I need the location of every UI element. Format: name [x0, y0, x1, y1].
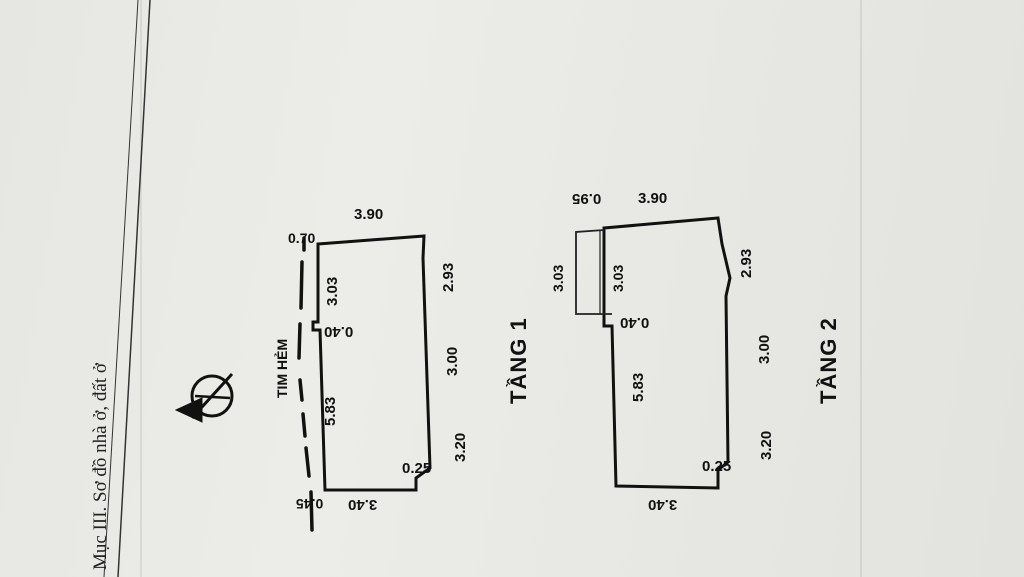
- floor2-dim-inner-upper: 3.03: [610, 264, 626, 292]
- floor2-dim-top-width: 3.90: [638, 190, 668, 207]
- street-label: TIM HẺM: [274, 338, 290, 398]
- floor2-dim-step: 0.40: [620, 314, 650, 331]
- floor1-title: TẦNG 1: [506, 317, 531, 404]
- floor2-dim-right-lower: 3.20: [758, 430, 775, 460]
- floor1-dim-top-width: 3.90: [354, 206, 384, 223]
- floor1-dim-top-left: 0.70: [288, 230, 316, 246]
- floor1-dim-right-upper: 2.93: [440, 262, 457, 292]
- floor2-dim-right-mid: 3.00: [756, 334, 773, 364]
- floor2-dim-balcony: 3.03: [550, 264, 566, 292]
- margin-line: [117, 0, 151, 577]
- floor1-dim-bottom-width: 3.40: [348, 496, 378, 513]
- street-centerline: [297, 236, 314, 532]
- floor2-dim-inner-lower: 5.83: [630, 372, 647, 402]
- floor1-dim-step: 0.40: [324, 323, 354, 340]
- floor2-dim-bottom-corner: 0.25: [702, 458, 732, 475]
- floor2-dim-bottom-width: 3.40: [648, 496, 678, 513]
- floor2-title: TẦNG 2: [816, 317, 841, 404]
- floor2-balcony-outline: [575, 229, 612, 315]
- floor1-dim-right-lower: 3.20: [452, 432, 469, 462]
- floor2-dim-top-left: 0.95: [572, 190, 602, 207]
- section-heading: Mục III. Sơ đồ nhà ở, đất ở: [90, 363, 111, 570]
- floor2-outline: [602, 216, 732, 490]
- floor1-outline: [311, 234, 432, 492]
- floor1-dim-bottom-corner: 0.25: [402, 460, 432, 477]
- floor1-dim-inner-upper: 3.03: [324, 276, 341, 306]
- floor2-dim-right-upper: 2.93: [738, 248, 755, 278]
- page-fold-line: [860, 0, 862, 577]
- floor1-dim-right-mid: 3.00: [444, 346, 461, 376]
- floor1-dim-bottom-left: 0.45: [296, 496, 324, 512]
- floor1-dim-inner-lower: 5.83: [322, 396, 339, 426]
- page-fold-line: [140, 0, 142, 577]
- north-arrow-icon: [174, 372, 234, 423]
- margin-line: [103, 0, 139, 577]
